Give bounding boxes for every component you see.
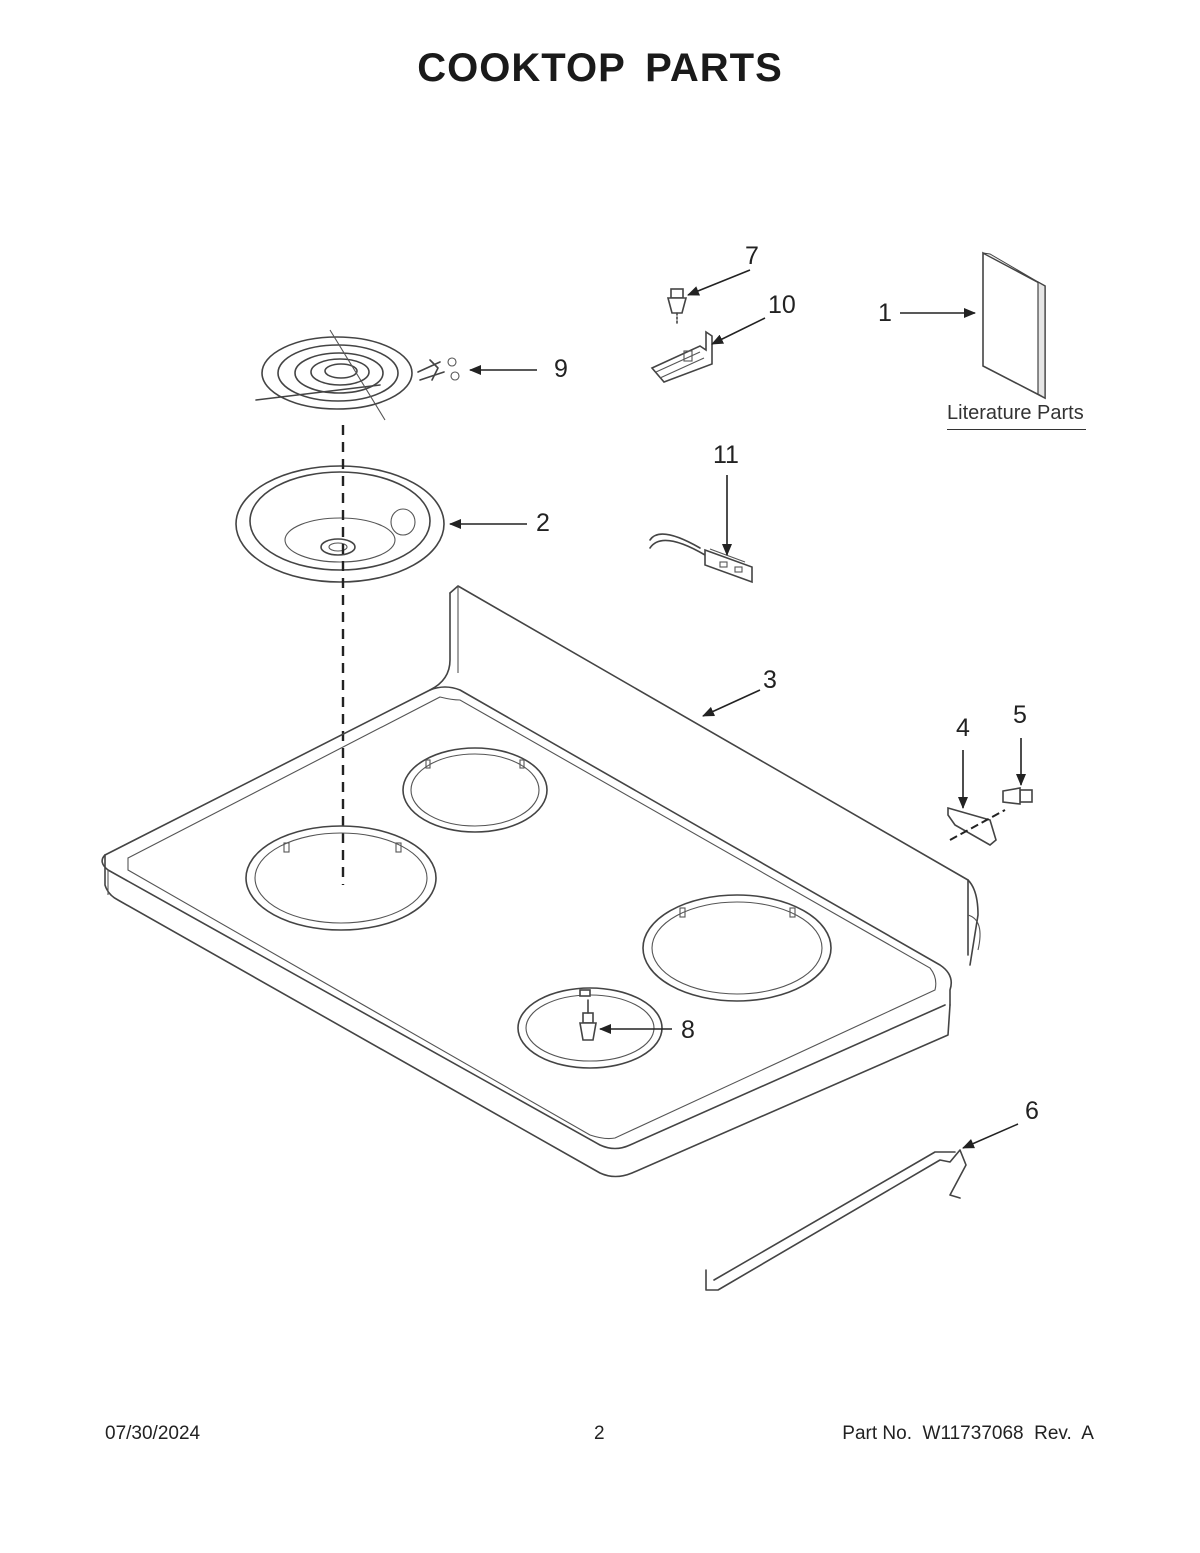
literature-booklet [982,251,1046,400]
callout-arrows [449,269,1026,1149]
callout-9: 9 [554,355,568,383]
callout-5: 5 [1013,701,1027,729]
callout-1: 1 [878,299,892,327]
page-title: COOKTOP PARTS [417,46,783,90]
footer-date: 07/30/2024 [105,1423,201,1444]
callout-4: 4 [956,714,970,742]
drip-bowl [235,465,445,583]
rod-6 [705,1149,967,1291]
bracket-10 [650,288,713,383]
clip-4 [947,806,1006,846]
footer-page-number: 2 [594,1423,605,1444]
literature-parts-label: Literature Parts [947,402,1086,430]
screw-5 [1002,787,1033,805]
footer-part-number: Part No. W11737068 Rev. A [842,1423,1094,1444]
callout-8: 8 [681,1016,695,1044]
callout-3: 3 [763,666,777,694]
cooktop-panel [101,585,981,1178]
surface-element [255,329,460,421]
callout-11: 11 [713,441,739,469]
callout-6: 6 [1025,1097,1039,1125]
screw-8 [579,999,597,1041]
wire-harness-11 [649,533,753,584]
callout-7: 7 [745,242,759,270]
callout-10: 10 [768,291,796,319]
callout-2: 2 [536,509,550,537]
